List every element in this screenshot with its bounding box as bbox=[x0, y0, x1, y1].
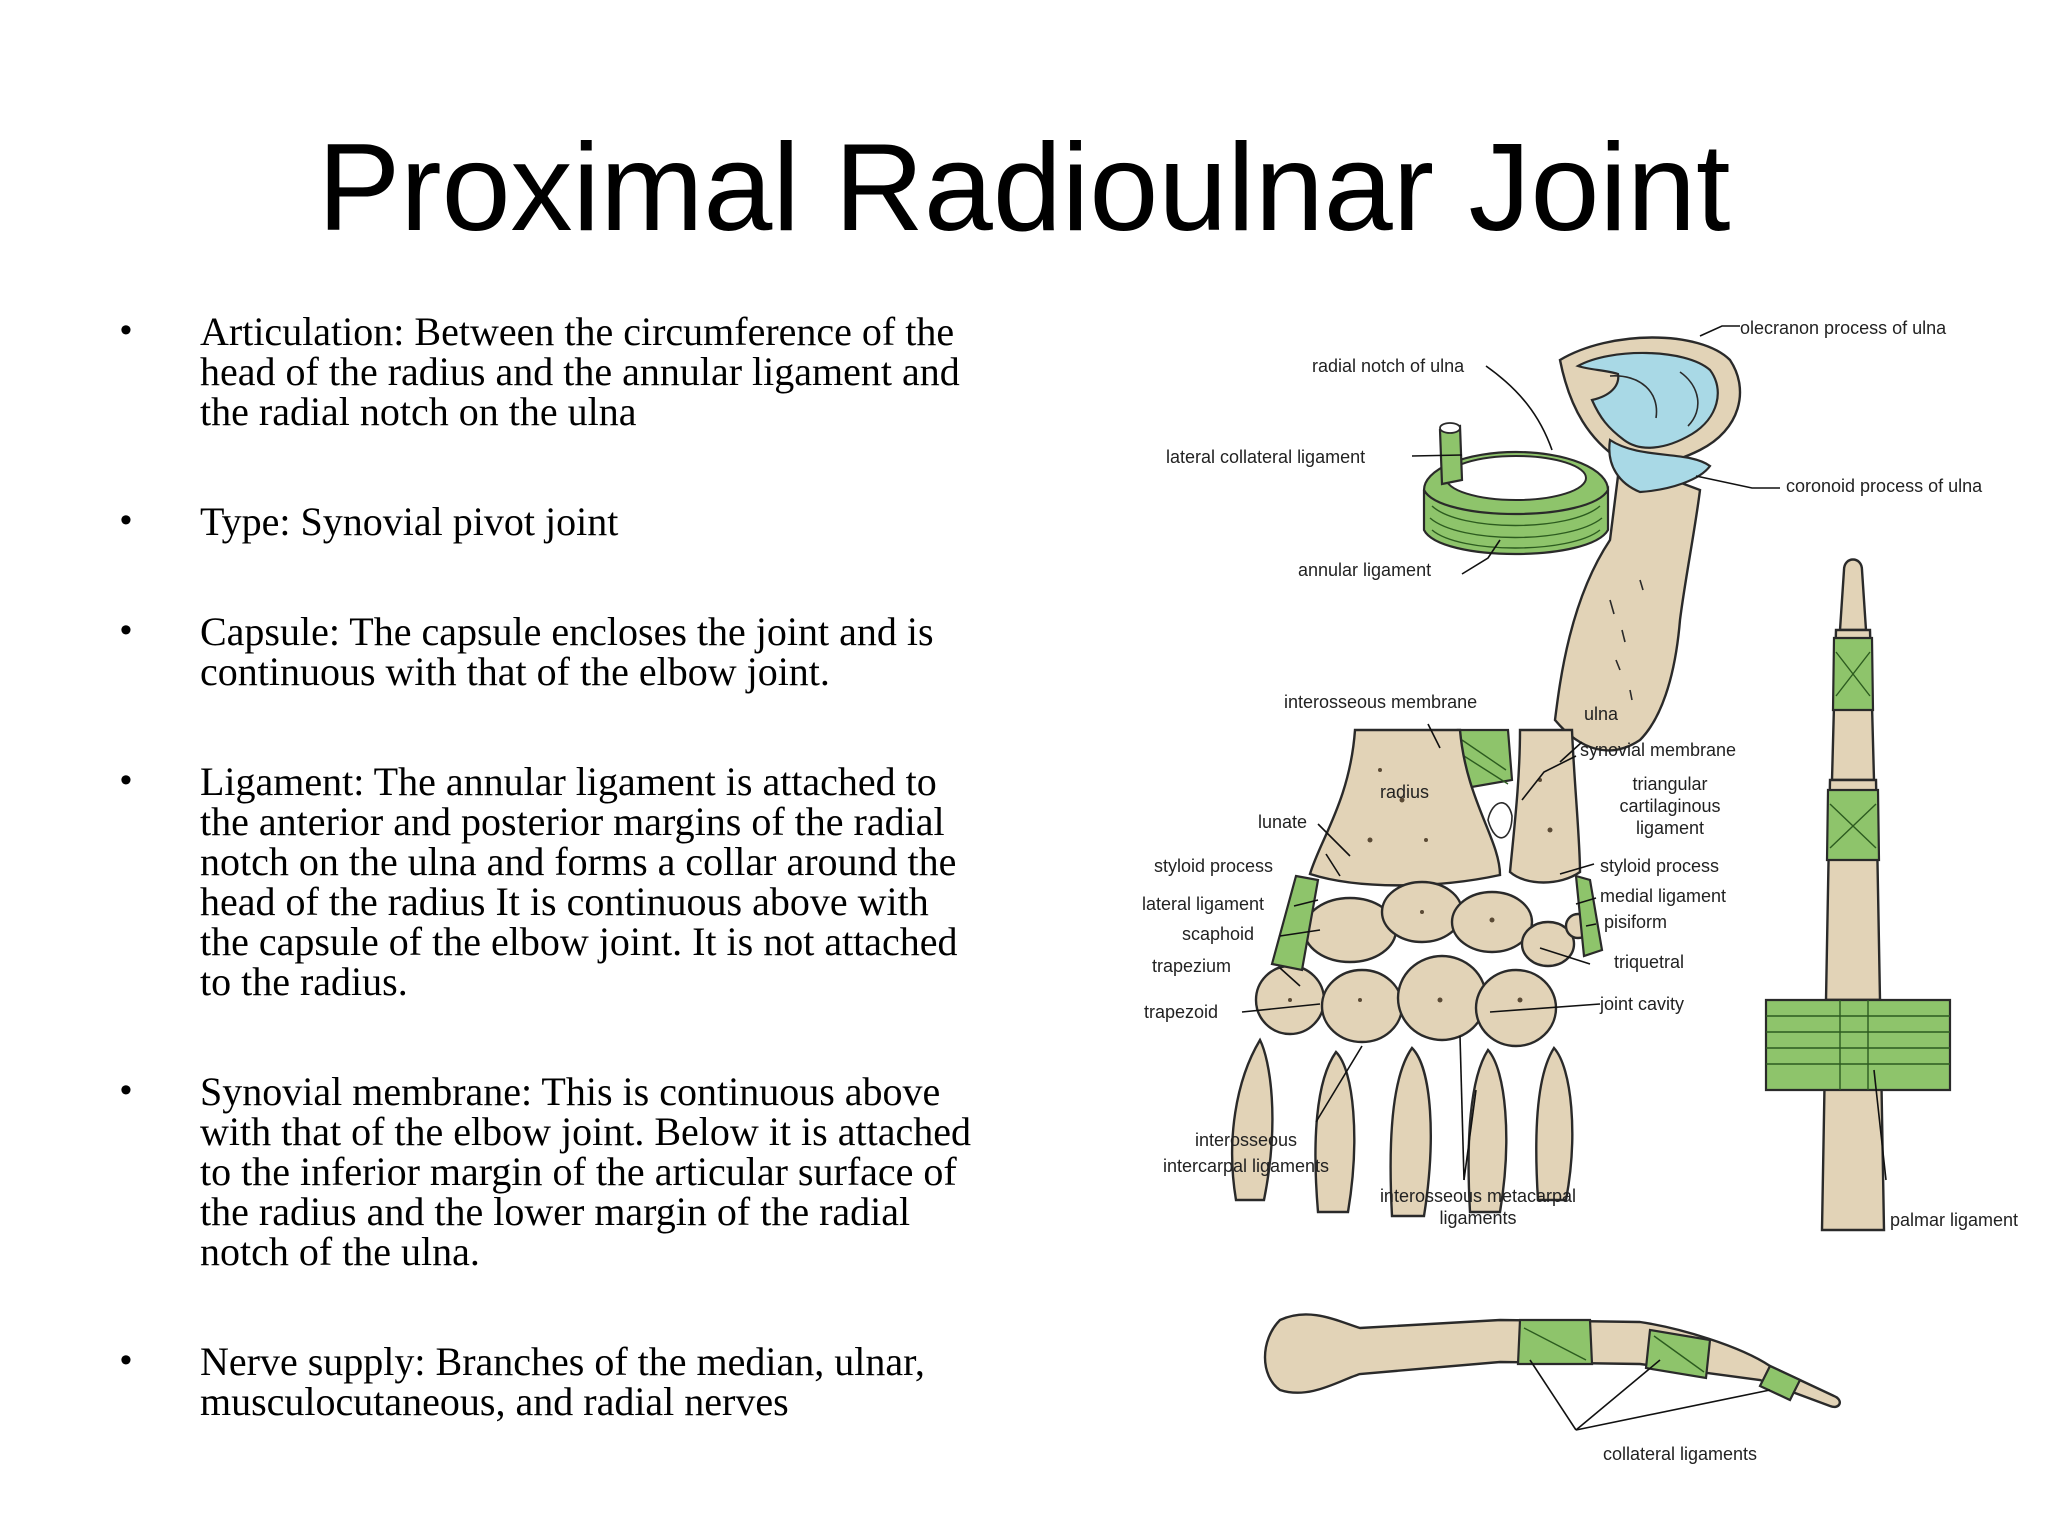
metacarpals bbox=[1230, 1037, 1574, 1218]
wrist-illustration: interosseous membrane ulna synovial memb… bbox=[1142, 692, 1736, 1228]
finger-horizontal-illustration: collateral ligaments bbox=[1263, 1313, 1841, 1464]
bullet-line: with that of the elbow joint. Below it i… bbox=[200, 1109, 971, 1154]
label-tfc-2: cartilaginous bbox=[1619, 796, 1720, 816]
label-triquetral: triquetral bbox=[1614, 952, 1684, 972]
bullet-line: musculocutaneous, and radial nerves bbox=[200, 1379, 789, 1424]
bullet-line: notch on the ulna and forms a collar aro… bbox=[200, 839, 957, 884]
label-pisiform: pisiform bbox=[1604, 912, 1667, 932]
bullet-line: Articulation: Between the circumference … bbox=[200, 309, 955, 354]
bullet-marker: • bbox=[120, 1341, 132, 1379]
label-interosseous-metacarpal-1: interosseous metacarpal bbox=[1380, 1186, 1576, 1206]
bullet-line: the radial notch on the ulna bbox=[200, 389, 637, 434]
label-trapezoid: trapezoid bbox=[1144, 1002, 1218, 1022]
bullet-line: to the inferior margin of the articular … bbox=[200, 1149, 957, 1194]
elbow-illustration: olecranon process of ulna radial notch o… bbox=[1166, 318, 1983, 752]
anatomy-illustration: olecranon process of ulna radial notch o… bbox=[1142, 318, 2018, 1464]
bullet-marker: • bbox=[120, 501, 132, 539]
bullet-item: • Synovial membrane: This is continuous a… bbox=[120, 1069, 1060, 1274]
label-tfc-3: ligament bbox=[1636, 818, 1704, 838]
label-radial-notch: radial notch of ulna bbox=[1312, 356, 1465, 376]
anatomy-figure: olecranon process of ulna radial notch o… bbox=[1140, 300, 2048, 1480]
label-annular: annular ligament bbox=[1298, 560, 1431, 580]
label-collateral-ligaments: collateral ligaments bbox=[1603, 1444, 1757, 1464]
label-interosseous-intercarpal-1: interosseous bbox=[1195, 1130, 1297, 1150]
label-medial-ligament: medial ligament bbox=[1600, 886, 1726, 906]
bullet-list: • Articulation: Between the circumference… bbox=[120, 309, 1060, 1492]
bullet-marker: • bbox=[120, 1071, 132, 1109]
label-scaphoid: scaphoid bbox=[1182, 924, 1254, 944]
finger-illustration: palmar ligament bbox=[1764, 558, 2018, 1232]
label-interosseous-metacarpal-2: ligaments bbox=[1439, 1208, 1516, 1228]
label-styloid-right: styloid process bbox=[1600, 856, 1719, 876]
bullet-line: the anterior and posterior margins of th… bbox=[200, 799, 945, 844]
bullet-line: head of the radius It is continuous abov… bbox=[200, 879, 929, 924]
bullet-line: the radius and the lower margin of the r… bbox=[200, 1189, 911, 1234]
bullet-line: continuous with that of the elbow joint. bbox=[200, 649, 830, 694]
bullet-line: notch of the ulna. bbox=[200, 1229, 480, 1274]
slide-title: Proximal Radioulnar Joint bbox=[317, 119, 1731, 257]
bullet-item: • Type: Synovial pivot joint bbox=[120, 499, 1060, 544]
label-synovial-membrane: synovial membrane bbox=[1580, 740, 1736, 760]
bullet-item: • Capsule: The capsule encloses the joint… bbox=[120, 609, 1060, 694]
bullet-line: Nerve supply: Branches of the median, ul… bbox=[200, 1339, 925, 1384]
label-styloid-left: styloid process bbox=[1154, 856, 1273, 876]
bullet-marker: • bbox=[120, 611, 132, 649]
label-joint-cavity: joint cavity bbox=[1599, 994, 1684, 1014]
label-olecranon: olecranon process of ulna bbox=[1740, 318, 1947, 338]
label-ulna: ulna bbox=[1584, 704, 1619, 724]
label-lunate: lunate bbox=[1258, 812, 1307, 832]
label-lateral-collateral: lateral collateral ligament bbox=[1166, 447, 1365, 467]
bullet-line: head of the radius and the annular ligam… bbox=[200, 349, 960, 394]
bullet-line: Capsule: The capsule encloses the joint … bbox=[200, 609, 934, 654]
bullet-item: • Nerve supply: Branches of the median, u… bbox=[120, 1339, 1060, 1424]
bullet-marker: • bbox=[120, 761, 132, 799]
bullet-item: • Articulation: Between the circumference… bbox=[120, 309, 1060, 434]
label-trapezium: trapezium bbox=[1152, 956, 1231, 976]
bullet-line: to the radius. bbox=[200, 959, 408, 1004]
label-palmar-ligament: palmar ligament bbox=[1890, 1210, 2018, 1230]
bullet-line: Synovial membrane: This is continuous ab… bbox=[200, 1069, 941, 1114]
bullet-marker: • bbox=[120, 311, 132, 349]
label-radius: radius bbox=[1380, 782, 1429, 802]
bullet-line: Type: Synovial pivot joint bbox=[200, 499, 619, 544]
label-coronoid: coronoid process of ulna bbox=[1786, 476, 1983, 496]
bullet-item: • Ligament: The annular ligament is attac… bbox=[120, 759, 1060, 1004]
label-interosseous-membrane: interosseous membrane bbox=[1284, 692, 1477, 712]
bullet-line: the capsule of the elbow joint. It is no… bbox=[200, 919, 958, 964]
label-interosseous-intercarpal-2: intercarpal ligaments bbox=[1163, 1156, 1329, 1176]
label-lateral-ligament: lateral ligament bbox=[1142, 894, 1264, 914]
bullet-line: Ligament: The annular ligament is attach… bbox=[200, 759, 937, 804]
label-tfc-1: triangular bbox=[1632, 774, 1707, 794]
